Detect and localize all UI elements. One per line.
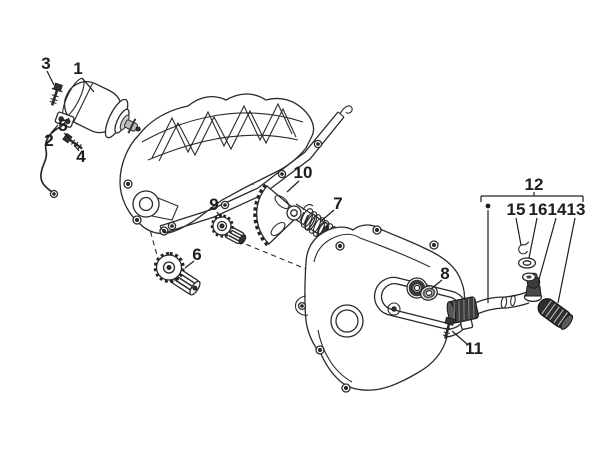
starter-cable [40,117,70,199]
callout-15: 15 [507,200,526,219]
washer-small [521,272,537,282]
crankcase [119,93,315,236]
seal-washer [420,285,438,301]
pinion-gear [210,214,247,245]
callout-10: 10 [294,163,313,182]
callout-13: 13 [567,200,586,219]
leader-lines [46,70,576,345]
callout-11: 11 [465,339,483,358]
callout-6: 6 [192,245,201,264]
callout-3: 3 [41,54,50,73]
pedal-rubber [537,298,574,330]
callout-9: 9 [209,195,218,214]
transmission-cover [294,224,470,393]
group-bracket-dot [485,203,491,209]
kickstart-lever [446,272,574,330]
callout-1: 1 [73,59,82,78]
callout-14: 14 [548,200,567,219]
starter-screw [62,132,83,150]
callout-8: 8 [440,264,449,283]
group-bracket-12 [480,192,584,303]
starter-bolt [49,82,63,106]
callout-4: 4 [76,147,86,166]
idler-gear [153,252,201,296]
callout-2: 2 [44,131,53,150]
callout-12: 12 [525,175,544,194]
callout-7: 7 [333,194,342,213]
clamp-bolt [443,316,455,339]
callout-16: 16 [529,200,548,219]
washer-large [517,257,537,269]
pivot-clip [518,241,530,255]
callout-5: 5 [58,116,67,135]
